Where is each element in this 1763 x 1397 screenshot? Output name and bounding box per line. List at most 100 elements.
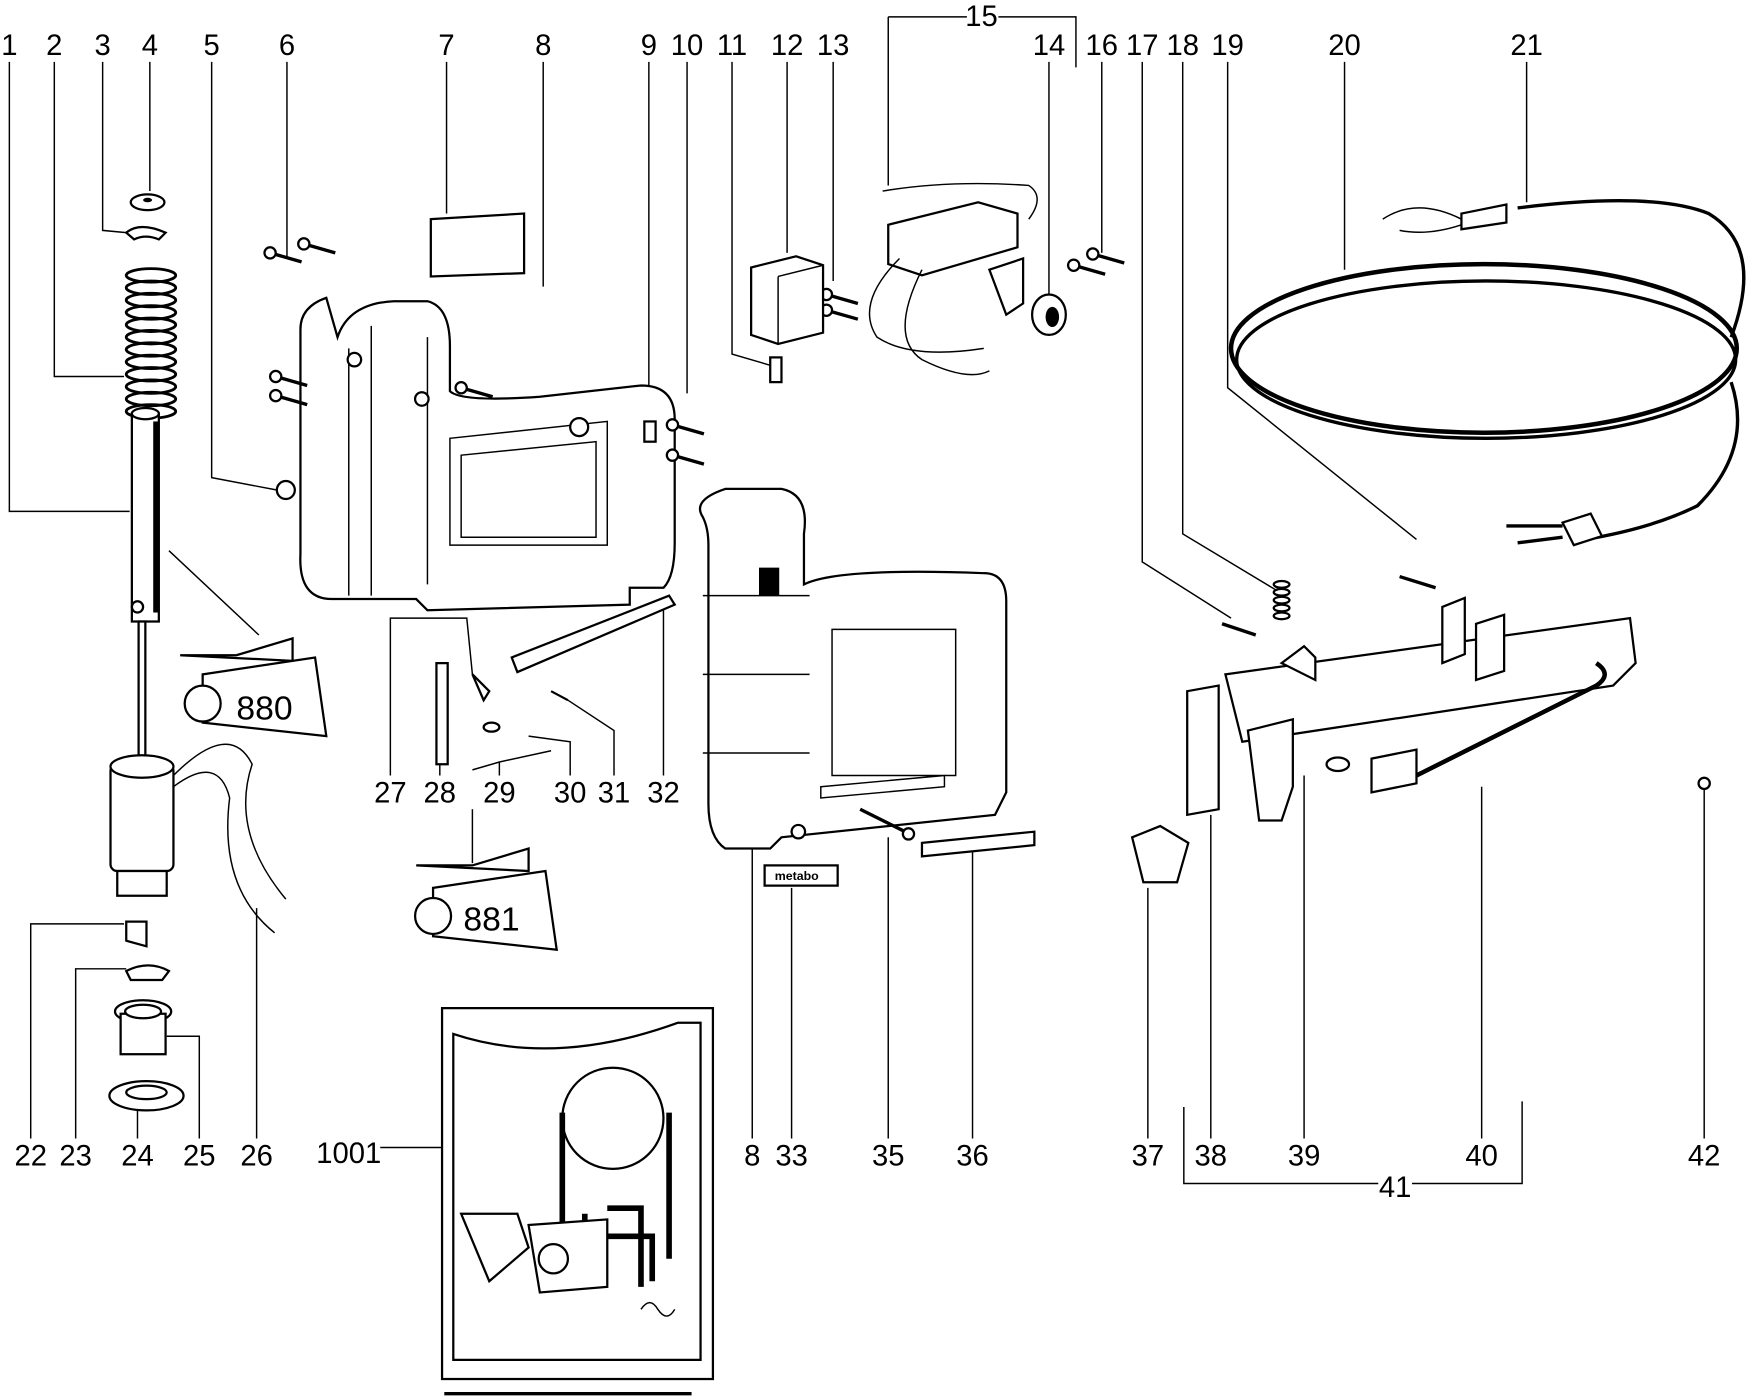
screw-head — [1066, 258, 1081, 272]
part-plunger-1 — [130, 406, 160, 760]
part-22 — [125, 920, 148, 948]
screw-head — [665, 418, 680, 432]
grease-tube-label: 880 — [236, 689, 292, 727]
spring-coil — [1272, 587, 1291, 597]
part-38 — [1186, 684, 1220, 817]
part-label-9: 9 — [641, 30, 657, 62]
leader-line — [1181, 61, 1277, 591]
part-spring-2 — [124, 267, 178, 420]
part-screw-35 — [859, 807, 916, 841]
leader-line — [731, 61, 771, 366]
spring-coil — [1272, 595, 1291, 605]
part-label-40: 40 — [1465, 1140, 1498, 1172]
part-coil — [109, 743, 287, 934]
leader-line — [168, 550, 260, 636]
part-label-10: 10 — [671, 30, 704, 62]
part-label-12: 12 — [771, 30, 804, 62]
part-label-8: 8 — [535, 30, 551, 62]
part-label-28: 28 — [424, 777, 457, 809]
part-label-2: 2 — [46, 30, 62, 62]
part-label-4: 4 — [142, 30, 158, 62]
screw-head — [268, 369, 283, 384]
leader-line — [29, 923, 124, 1139]
screw-head — [454, 381, 468, 395]
part-ring-24 — [108, 1080, 185, 1112]
leader-line — [1226, 61, 1417, 541]
part-label-1001: 1001 — [316, 1138, 381, 1170]
leader-lines — [8, 16, 1705, 1185]
leader-line — [53, 61, 124, 378]
part-label-plate-7 — [429, 212, 526, 278]
part-label-26: 26 — [240, 1140, 273, 1172]
leader-line — [166, 1035, 201, 1139]
part-label-8: 8 — [744, 1140, 760, 1172]
leader-line — [472, 750, 552, 776]
screw-head — [665, 448, 680, 462]
part-power-cable-20 — [1228, 199, 1746, 542]
leader-line — [887, 16, 1077, 186]
leader-line — [567, 699, 615, 776]
part-label-35: 35 — [872, 1140, 905, 1172]
spring-coil — [1272, 603, 1291, 613]
part-label-20: 20 — [1328, 30, 1361, 62]
part-label-33: 33 — [775, 1140, 808, 1172]
part-label-29: 29 — [483, 777, 516, 809]
part-metabo-logo-33: metabo — [763, 864, 839, 887]
part-washer-4 — [129, 193, 166, 212]
part-label-31: 31 — [598, 777, 631, 809]
part-spring-11 — [769, 356, 783, 384]
part-label-22: 22 — [14, 1140, 47, 1172]
part-label-37: 37 — [1132, 1140, 1165, 1172]
part-screws-6 — [263, 237, 1125, 466]
part-label-16: 16 — [1086, 30, 1119, 62]
part-bushing-25 — [113, 999, 173, 1056]
screw-head — [263, 246, 277, 260]
leader-line — [8, 61, 130, 513]
part-label-14: 14 — [1033, 30, 1066, 62]
part-label-41: 41 — [1379, 1172, 1412, 1204]
part-label-30: 30 — [554, 777, 587, 809]
part-label-18: 18 — [1166, 30, 1199, 62]
grease-tube-label: 881 — [463, 901, 519, 939]
part-label-23: 23 — [59, 1140, 92, 1172]
part-label-11: 11 — [717, 30, 747, 62]
part-magazine-41 — [1224, 596, 1637, 822]
part-label-3: 3 — [95, 30, 111, 62]
spring-coil — [1272, 611, 1291, 621]
grease-tube-880: 880 — [180, 636, 328, 738]
spring-coil — [1272, 579, 1291, 589]
part-label-17: 17 — [1126, 30, 1159, 62]
leader-line — [74, 968, 127, 1139]
logo-text: metabo — [775, 869, 819, 883]
part-37 — [1130, 824, 1190, 884]
part-label-38: 38 — [1195, 1140, 1228, 1172]
leader-line — [210, 61, 277, 491]
part-guide-32 — [510, 594, 677, 674]
part-label-27: 27 — [374, 777, 407, 809]
part-23 — [124, 964, 171, 982]
leader-line — [1141, 61, 1232, 619]
part-staple-strip-36 — [920, 830, 1036, 858]
part-label-5: 5 — [204, 30, 220, 62]
screw-head — [297, 237, 311, 251]
part-label-21: 21 — [1510, 30, 1543, 62]
screw-head — [1086, 247, 1100, 261]
part-pusher-40 — [1370, 661, 1607, 794]
screw-head — [268, 388, 283, 403]
part-housing-right-half — [698, 487, 1008, 850]
part-clip-3 — [124, 225, 168, 241]
part-pin-31 — [550, 690, 569, 702]
part-label-7: 7 — [438, 30, 454, 62]
part-label-19: 19 — [1211, 30, 1244, 62]
part-pin-19 — [1399, 574, 1437, 590]
part-pin-17 — [1221, 622, 1257, 637]
part-wheel-14 — [1030, 293, 1067, 337]
part-label-6: 6 — [279, 30, 295, 62]
part-27-28 — [435, 661, 501, 766]
part-9 — [643, 420, 657, 443]
part-label-13: 13 — [817, 30, 850, 62]
part-nut-5 — [275, 479, 296, 501]
part-label-42: 42 — [1688, 1140, 1721, 1172]
